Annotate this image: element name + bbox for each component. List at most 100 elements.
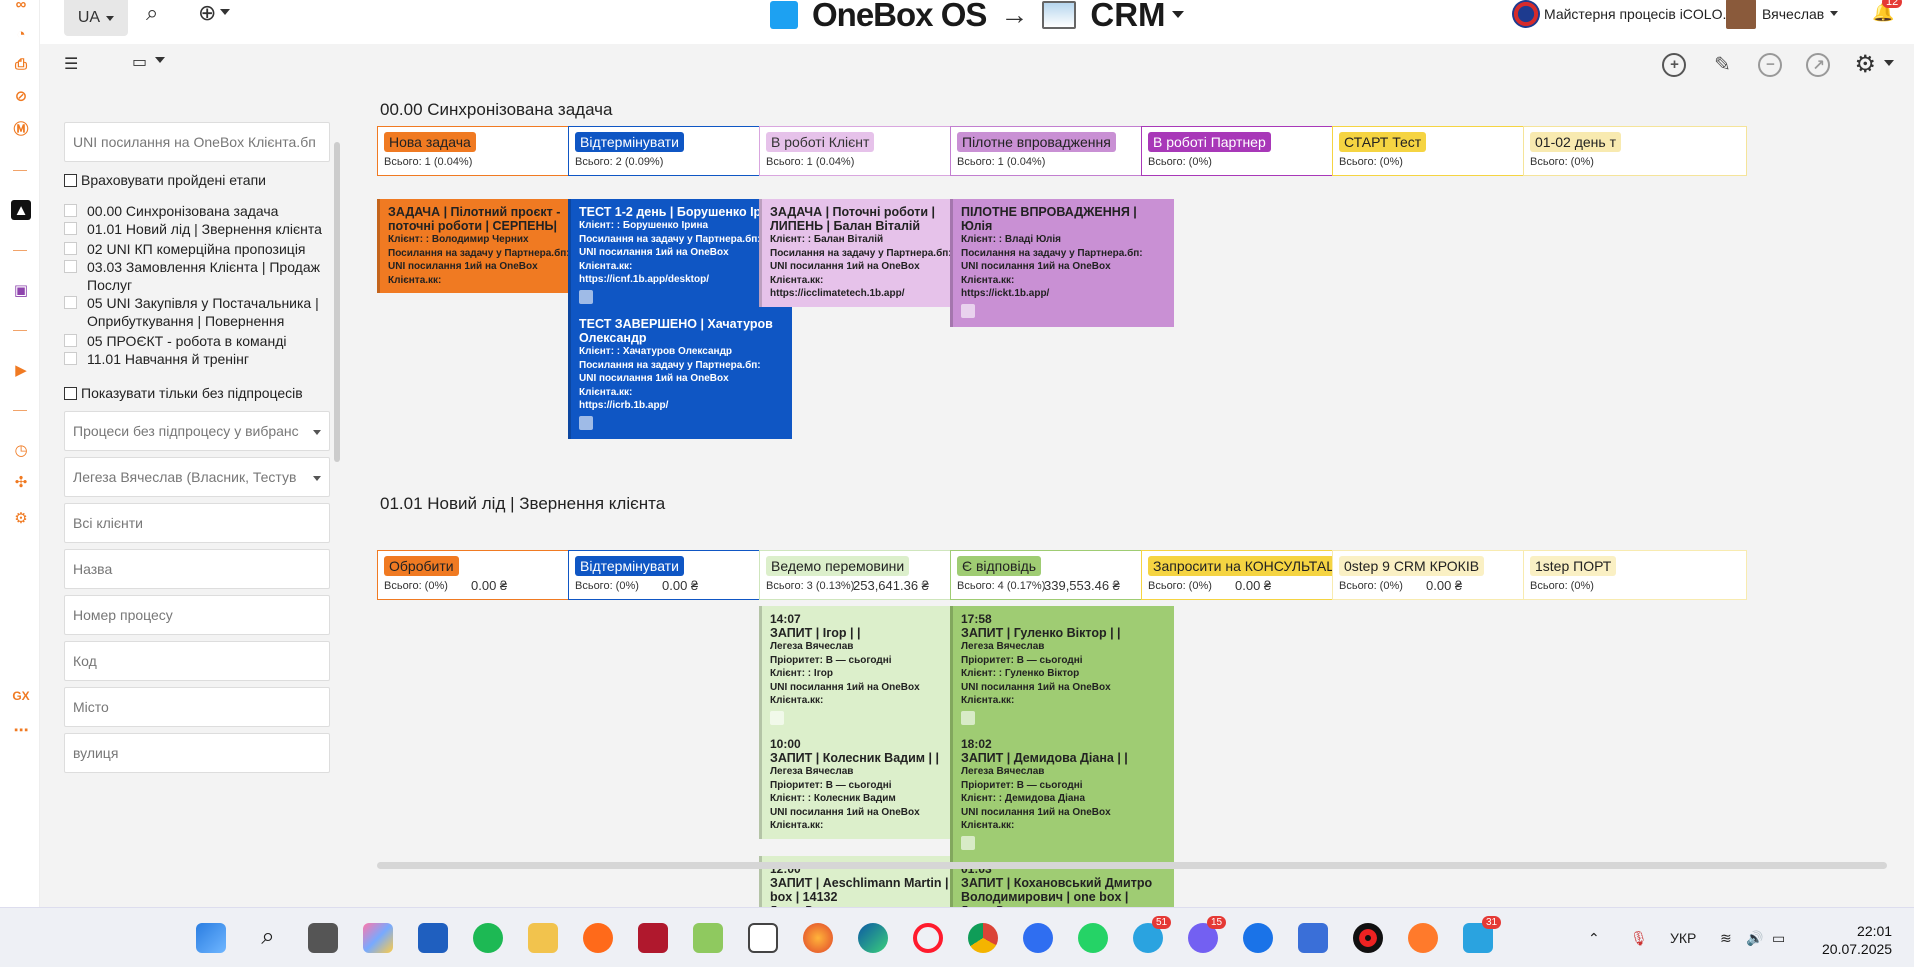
spotify-icon[interactable] bbox=[473, 923, 503, 953]
strikethrough-icon[interactable]: ⊘ bbox=[14, 88, 28, 105]
process-checkbox[interactable]: 03.03 Замовлення Клієнта | Продаж Послуг bbox=[64, 258, 334, 294]
camera-icon[interactable] bbox=[308, 923, 338, 953]
clock-icon[interactable]: ◷ bbox=[14, 442, 28, 459]
filter-icon[interactable]: ☰ bbox=[64, 56, 79, 73]
passed-stages-checkbox[interactable]: Враховувати пройдені етапи bbox=[64, 172, 266, 188]
crm-menu[interactable]: CRM bbox=[1090, 0, 1183, 34]
edit-icon[interactable]: ✎ bbox=[1714, 54, 1731, 76]
whatsapp-icon[interactable] bbox=[1078, 923, 1108, 953]
uni-link-input[interactable]: UNI посилання на OneBox Клієнта.бп bbox=[64, 122, 330, 162]
process-checkbox[interactable]: 05 UNI Закупівля у Постачальника | Оприб… bbox=[64, 294, 334, 330]
filter-field[interactable]: Код bbox=[64, 641, 330, 681]
edge-icon[interactable] bbox=[858, 923, 888, 953]
process-checkbox[interactable]: 05 ПРОЄКТ - робота в команді bbox=[64, 332, 334, 350]
firefox-icon[interactable] bbox=[803, 923, 833, 953]
pen-app-icon[interactable] bbox=[583, 923, 613, 953]
process-checkbox[interactable]: 00.00 Синхронізована задача bbox=[64, 202, 334, 220]
filter-field[interactable]: Назва bbox=[64, 549, 330, 589]
minus-circle-icon[interactable]: − bbox=[1758, 52, 1783, 77]
add-circle-icon[interactable]: + bbox=[1662, 52, 1687, 77]
windows-start-icon[interactable] bbox=[196, 923, 226, 953]
record-app-icon[interactable] bbox=[1353, 923, 1383, 953]
twitch-icon[interactable]: ▣ bbox=[13, 282, 29, 299]
volume-icon[interactable]: 🔊 bbox=[1746, 930, 1764, 946]
chevron-up-icon[interactable]: ⌃ bbox=[1588, 930, 1600, 946]
wifi-icon[interactable]: ≋ bbox=[1720, 930, 1732, 946]
chrome-icon[interactable] bbox=[968, 923, 998, 953]
filter-field[interactable]: вулиця bbox=[64, 733, 330, 773]
folder-icon[interactable] bbox=[528, 923, 558, 953]
user-menu[interactable]: Вячеслав bbox=[1726, 0, 1838, 29]
printer-icon[interactable]: ⎙ bbox=[14, 55, 27, 73]
filter-field[interactable]: Номер процесу bbox=[64, 595, 330, 635]
filter-field[interactable]: Місто bbox=[64, 687, 330, 727]
keyboard-language[interactable]: УКР bbox=[1670, 930, 1697, 946]
company-selector[interactable]: Майстерня процесів iCOLO... bbox=[1512, 0, 1748, 28]
app-a-icon[interactable]: ▲ bbox=[11, 200, 31, 220]
responsible-select[interactable]: Легеза Вячеслав (Власник, Тестув bbox=[64, 457, 330, 497]
speedometer-icon[interactable]: ◔ bbox=[16, 25, 26, 43]
gauge-app-icon[interactable] bbox=[1408, 923, 1438, 953]
puzzle-icon[interactable]: ✣ bbox=[14, 474, 28, 491]
top-bar: UA ⌕ ⊕ OneBox OS → CRM Майстерня процесі… bbox=[40, 0, 1914, 44]
kanban-card[interactable]: ЗАДАЧА | Поточні роботи | ЛИПЕНЬ | Балан… bbox=[759, 199, 983, 307]
gear-icon[interactable]: ⚙ bbox=[1854, 50, 1894, 79]
signal-icon[interactable] bbox=[1023, 923, 1053, 953]
link-icon[interactable]: ∞ bbox=[15, 0, 27, 13]
battery-icon[interactable]: ▭ bbox=[1772, 930, 1786, 946]
file-icon[interactable] bbox=[748, 923, 778, 953]
play-circle-icon[interactable]: ▶ bbox=[15, 362, 27, 379]
search-taskbar-icon[interactable]: ⌕ bbox=[261, 923, 275, 950]
process-select[interactable]: Процеси без підпроцесу у вибранс bbox=[64, 411, 330, 451]
settings-icon[interactable]: ⚙ bbox=[14, 510, 28, 527]
process-checkbox[interactable]: 02 UNI КП комерційна пропозиція bbox=[64, 240, 334, 258]
language-selector[interactable]: UA bbox=[64, 0, 128, 36]
disk-app-icon[interactable] bbox=[1298, 923, 1328, 953]
export-circle-icon[interactable]: ↗ bbox=[1806, 52, 1831, 77]
opera-icon[interactable] bbox=[913, 923, 943, 953]
add-menu-icon[interactable]: ⊕ bbox=[198, 0, 230, 26]
microphone-icon[interactable]: 🎙 bbox=[1630, 930, 1648, 946]
lightning-app-icon[interactable] bbox=[1243, 923, 1273, 953]
chip-app-icon[interactable] bbox=[638, 923, 668, 953]
system-clock[interactable]: 22:01 20.07.2025 bbox=[1822, 923, 1893, 957]
only-without-sub-checkbox[interactable]: Показувати тільки без підпроцесів bbox=[64, 385, 303, 401]
gx-icon[interactable]: GX bbox=[12, 689, 30, 703]
more-icon[interactable]: ⋯ bbox=[13, 722, 29, 739]
sidebar-scrollbar[interactable] bbox=[334, 142, 340, 462]
search-icon[interactable]: ⌕ bbox=[146, 0, 159, 25]
copilot-icon[interactable] bbox=[363, 923, 393, 953]
view-switch-icon[interactable]: ▭ bbox=[132, 52, 165, 72]
process-checkbox[interactable]: 11.01 Навчання й тренінг bbox=[64, 350, 334, 368]
image-app-icon[interactable] bbox=[693, 923, 723, 953]
mail-m-icon[interactable]: Ⓜ bbox=[13, 120, 29, 138]
process-checkbox[interactable]: 01.01 Новий лід | Звернення клієнта bbox=[64, 220, 334, 238]
horizontal-scrollbar[interactable] bbox=[377, 862, 1887, 869]
filter-field[interactable]: Всі клієнти bbox=[64, 503, 330, 543]
kanban-card[interactable]: ЗАДАЧА | Пілотний проєкт - поточні робот… bbox=[377, 199, 601, 293]
brand-logo[interactable]: OneBox OS → CRM bbox=[770, 0, 1184, 33]
bell-icon[interactable]: 🔔12 bbox=[1872, 0, 1903, 23]
store-icon[interactable] bbox=[418, 923, 448, 953]
